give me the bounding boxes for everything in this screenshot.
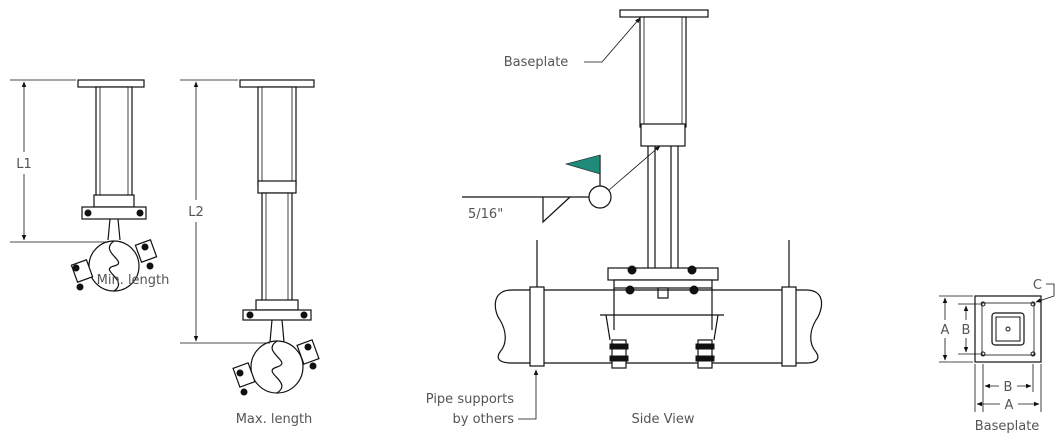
max-length-label: Max. length	[236, 412, 313, 427]
side-view: Baseplate 5/16" Pipe supports by others …	[426, 9, 823, 427]
pipe-clamp-icon	[70, 239, 158, 292]
dim-b-vertical-label: B	[962, 323, 971, 338]
dim-a-vertical-label: A	[941, 323, 950, 338]
dim-l2-label: L2	[188, 205, 204, 220]
hanger-min-length: L1 Min. length	[10, 79, 170, 292]
weld-flag-icon	[564, 154, 601, 190]
dim-c-label: C	[1033, 278, 1042, 293]
pipe-supports-label-line2: by others	[453, 412, 515, 427]
pipe-clamp-icon	[232, 339, 320, 396]
baseplate-top-label: Baseplate	[504, 55, 569, 70]
hanger-max-length: L2 Max. length	[180, 79, 320, 427]
dim-b-horizontal-label: B	[1004, 380, 1013, 395]
dim-a-horizontal-label: A	[1005, 398, 1014, 413]
min-length-label: Min. length	[97, 273, 170, 288]
pipe-supports-label-line1: Pipe supports	[426, 392, 514, 407]
baseplate-bottom-label: Baseplate	[975, 419, 1040, 434]
side-view-label: Side View	[631, 412, 694, 427]
dim-l1-label: L1	[16, 157, 32, 172]
baseplate-detail: A B C B A Baseplate	[937, 278, 1055, 434]
pipe-clamp-icon	[609, 339, 715, 369]
weld-size-label: 5/16"	[468, 207, 503, 222]
